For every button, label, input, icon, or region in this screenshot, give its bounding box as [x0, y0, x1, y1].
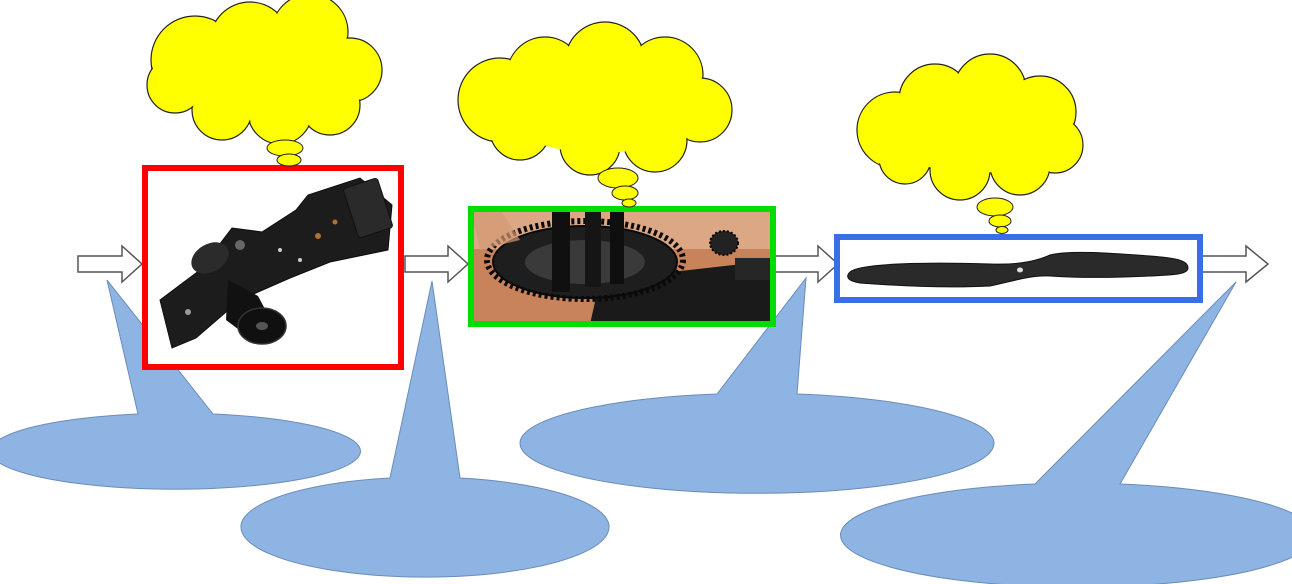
- stage-motor-board: [145, 168, 401, 367]
- thought-bubble-2: [458, 22, 732, 207]
- flow-arrow-1: [78, 246, 142, 282]
- flow-arrow-4: [1201, 246, 1268, 282]
- stage-propeller: [837, 237, 1200, 300]
- thought-bubble-3: [857, 54, 1083, 234]
- thought-bubble-1: [147, 0, 382, 166]
- flow-arrow-2: [405, 246, 468, 282]
- stage-gear: [471, 209, 773, 324]
